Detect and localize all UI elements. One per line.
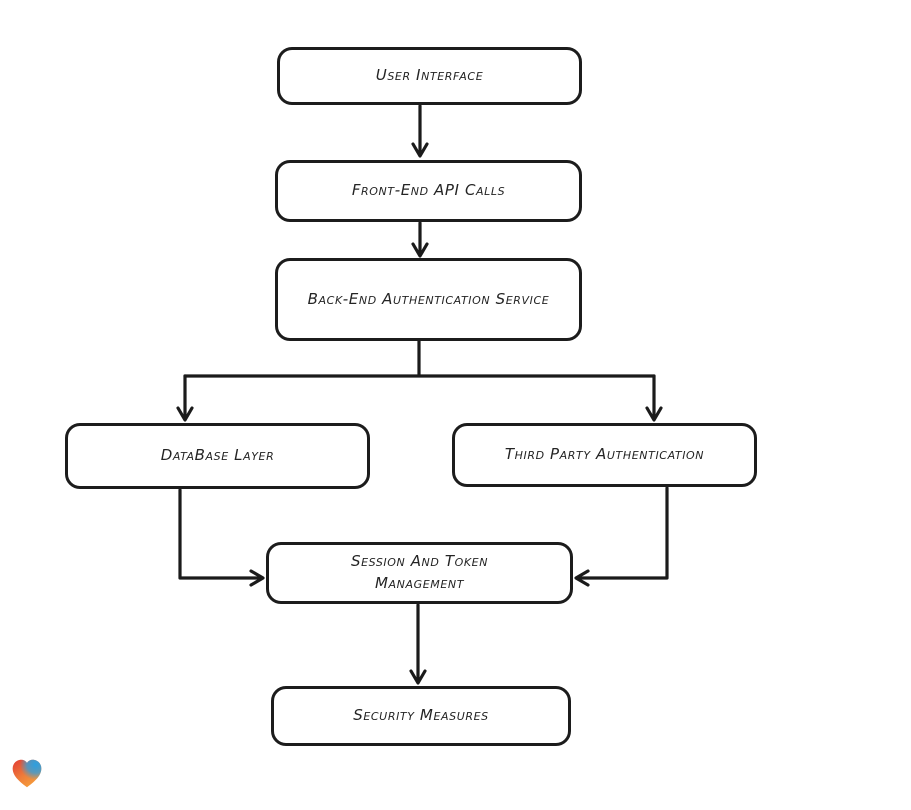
- arrowhead-down-icon: [176, 406, 194, 422]
- arrowhead-down-icon: [645, 406, 663, 422]
- arrowhead-right-icon: [249, 569, 265, 587]
- edge-auth-branch: [183, 339, 656, 378]
- node-session-and-token-management: Session And Token Management: [266, 542, 573, 604]
- arrowhead-down-icon: [411, 242, 429, 258]
- heart-gradient-icon[interactable]: [10, 757, 44, 791]
- node-security-measures: Security Measures: [271, 686, 571, 746]
- node-label: Back-End Authentication Service: [307, 289, 550, 308]
- node-label: Session And Token Management: [350, 552, 489, 592]
- node-label: User Interface: [375, 66, 484, 85]
- node-user-interface: User Interface: [277, 47, 582, 105]
- node-back-end-authentication-service: Back-End Authentication Service: [275, 258, 582, 341]
- node-label: Front-End API Calls: [351, 181, 506, 200]
- node-label: Security Measures: [353, 706, 489, 725]
- node-label: Third Party Authentication: [504, 445, 705, 464]
- arrowhead-down-icon: [409, 669, 427, 685]
- edge-db-to-session: [178, 488, 261, 580]
- arrowhead-down-icon: [411, 142, 429, 158]
- node-third-party-authentication: Third Party Authentication: [452, 423, 757, 487]
- edge-third-to-session: [578, 486, 669, 580]
- node-database-layer: DataBase Layer: [65, 423, 370, 489]
- arrowhead-left-icon: [574, 569, 590, 587]
- node-label: DataBase Layer: [160, 446, 275, 465]
- node-front-end-api-calls: Front-End API Calls: [275, 160, 582, 222]
